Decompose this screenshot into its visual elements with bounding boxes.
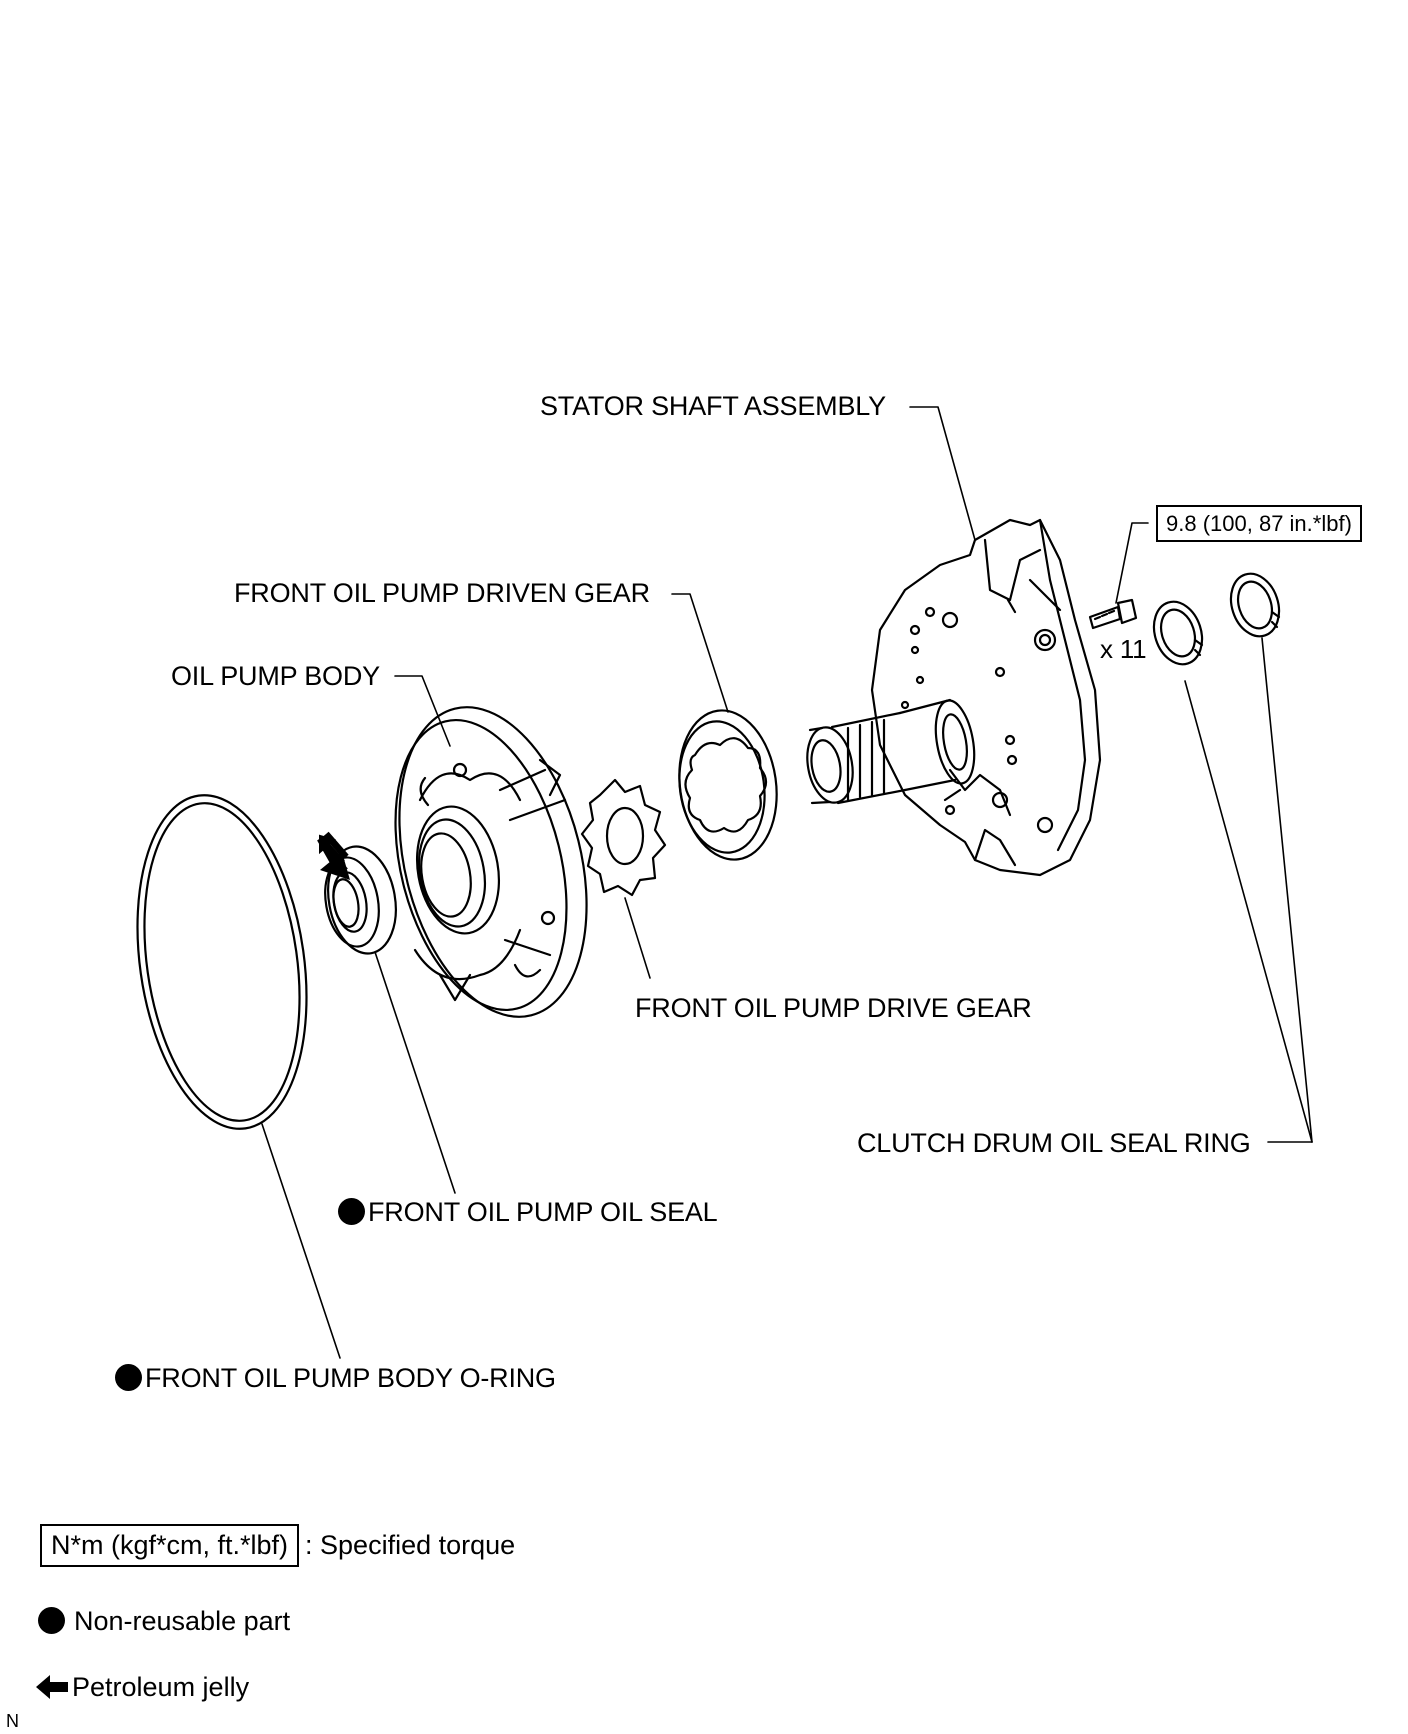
petroleum-jelly-icon bbox=[36, 1675, 68, 1699]
torque-spec-box: 9.8 (100, 87 in.*lbf) bbox=[1156, 505, 1362, 543]
label-front-oil-pump-drive-gear: FRONT OIL PUMP DRIVE GEAR bbox=[635, 993, 1032, 1023]
label-front-oil-pump-driven-gear: FRONT OIL PUMP DRIVEN GEAR bbox=[234, 578, 650, 608]
label-text: FRONT OIL PUMP OIL SEAL bbox=[368, 1197, 718, 1227]
bolt-part bbox=[1088, 598, 1138, 630]
non-reusable-icon bbox=[115, 1364, 142, 1391]
label-text: FRONT OIL PUMP BODY O-RING bbox=[145, 1363, 556, 1393]
label-front-oil-pump-oil-seal: FRONT OIL PUMP OIL SEAL bbox=[338, 1198, 718, 1226]
petroleum-jelly-arrow-2 bbox=[320, 831, 350, 880]
label-front-oil-pump-body-o-ring: FRONT OIL PUMP BODY O-RING bbox=[115, 1364, 556, 1392]
non-reusable-icon bbox=[338, 1198, 365, 1225]
legend-non-reusable-text: Non-reusable part bbox=[74, 1606, 291, 1636]
label-stator-shaft-assembly: STATOR SHAFT ASSEMBLY bbox=[540, 391, 886, 421]
oil-pump-body-part bbox=[394, 706, 588, 1018]
driven-gear-part bbox=[678, 709, 778, 861]
legend-petroleum-jelly: Petroleum jelly bbox=[36, 1674, 249, 1701]
o-ring-part bbox=[136, 794, 308, 1130]
corner-mark: N bbox=[6, 1711, 19, 1731]
legend-petroleum-jelly-text: Petroleum jelly bbox=[72, 1672, 250, 1702]
drive-gear-part bbox=[580, 778, 667, 897]
leader-lines bbox=[261, 406, 1313, 1359]
non-reusable-icon bbox=[38, 1607, 65, 1634]
legend-torque-desc: : Specified torque bbox=[305, 1530, 516, 1560]
seal-ring-parts bbox=[1152, 572, 1281, 666]
legend-torque-box: N*m (kgf*cm, ft.*lbf) bbox=[40, 1524, 300, 1567]
legend-non-reusable: Non-reusable part bbox=[38, 1607, 290, 1635]
legend-torque: N*m (kgf*cm, ft.*lbf): Specified torque bbox=[40, 1524, 515, 1567]
bolt-quantity: x 11 bbox=[1100, 634, 1147, 664]
label-clutch-drum-oil-seal-ring: CLUTCH DRUM OIL SEAL RING bbox=[857, 1128, 1251, 1158]
stator-shaft-assembly-part bbox=[806, 518, 1102, 877]
label-oil-pump-body: OIL PUMP BODY bbox=[171, 661, 380, 691]
